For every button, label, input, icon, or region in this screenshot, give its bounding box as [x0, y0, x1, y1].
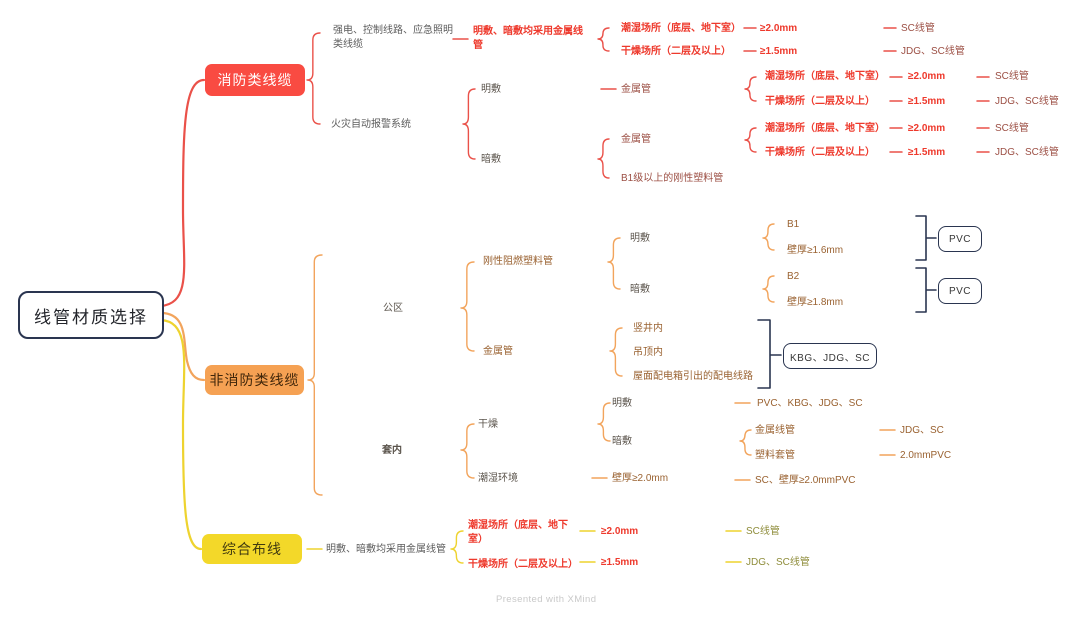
- topic-wet-place-2[interactable]: 潮湿场所（底层、地下室）: [765, 71, 885, 82]
- root-topic[interactable]: 线管材质选择: [18, 291, 164, 339]
- topic-sc-2mm-pvc[interactable]: SC、壁厚≥2.0mmPVC: [755, 475, 856, 486]
- topic-sc-pipe-2[interactable]: SC线管: [995, 71, 1029, 82]
- topic-thickness-15mm-1[interactable]: ≥1.5mm: [760, 46, 798, 57]
- topic-dry[interactable]: 干燥: [478, 419, 498, 430]
- topic-dry-place-1[interactable]: 干燥场所（二层及以上）: [621, 46, 731, 57]
- topic-wet-place-4[interactable]: 潮湿场所（底层、地下室）: [468, 520, 568, 545]
- topic-wet-place-1[interactable]: 潮湿场所（底层、地下室）: [621, 23, 741, 34]
- topic-dry-place-3[interactable]: 干燥场所（二层及以上）: [765, 147, 875, 158]
- topic-sc-pipe-4[interactable]: SC线管: [746, 526, 780, 537]
- topic-fire-cables[interactable]: 消防类线缆: [205, 64, 305, 96]
- brace-connector: [762, 223, 775, 251]
- topic-jdg-sc-pipe-2[interactable]: JDG、SC线管: [995, 96, 1059, 107]
- brace-connector: [607, 237, 621, 290]
- topic-jdg-sc[interactable]: JDG、SC: [900, 425, 944, 436]
- bracket-connector: [757, 319, 782, 389]
- brace-connector: [307, 254, 323, 496]
- topic-rigid-flame-retardant-pipe[interactable]: 刚性阻燃塑料管: [483, 256, 553, 267]
- result-box-pvc-2[interactable]: PVC: [938, 278, 982, 304]
- brace-connector: [762, 275, 775, 303]
- topic-thickness-2mm-1[interactable]: ≥2.0mm: [760, 23, 798, 34]
- topic-thickness-2mm-3[interactable]: ≥2.0mm: [908, 123, 946, 134]
- topic-concealed-3[interactable]: 暗敷: [612, 436, 632, 447]
- topic-thickness-15mm-2[interactable]: ≥1.5mm: [908, 96, 946, 107]
- topic-thickness-2mm-2[interactable]: ≥2.0mm: [908, 71, 946, 82]
- topic-exposed-1[interactable]: 明敷: [481, 84, 501, 95]
- topic-metal-conduit-rule-2[interactable]: 明敷、暗敷均采用金属线管: [326, 544, 446, 555]
- topic-shaft[interactable]: 竖井内: [633, 323, 663, 334]
- topic-plastic-sleeve[interactable]: 塑料套管: [755, 450, 795, 461]
- xmind-watermark: Presented with XMind: [496, 594, 597, 605]
- topic-wall-thickness-2mm[interactable]: 壁厚≥2.0mm: [612, 473, 669, 484]
- topic-dry-place-4[interactable]: 干燥场所（二层及以上）: [468, 559, 578, 570]
- topic-jdg-sc-pipe-1[interactable]: JDG、SC线管: [901, 46, 965, 57]
- brace-connector: [744, 76, 757, 102]
- brace-connector: [744, 127, 757, 153]
- topic-wet-environment[interactable]: 潮湿环境: [478, 473, 518, 484]
- topic-metal-pipe-2[interactable]: 金属管: [621, 134, 651, 145]
- topic-dry-place-2[interactable]: 干燥场所（二层及以上）: [765, 96, 875, 107]
- result-box-kbg-jdg-sc[interactable]: KBG、JDG、SC: [783, 343, 877, 369]
- topic-metal-pipe-1[interactable]: 金属管: [621, 84, 651, 95]
- result-box-pvc-1[interactable]: PVC: [938, 226, 982, 252]
- topic-thickness-15mm-3[interactable]: ≥1.5mm: [908, 147, 946, 158]
- topic-wall-thickness-16[interactable]: 壁厚≥1.6mm: [787, 245, 844, 256]
- brace-connector: [597, 402, 611, 442]
- topic-roof-distribution-line[interactable]: 屋面配电箱引出的配电线路: [633, 371, 753, 382]
- topic-wall-thickness-18[interactable]: 壁厚≥1.8mm: [787, 297, 844, 308]
- topic-ceiling[interactable]: 吊顶内: [633, 347, 663, 358]
- topic-jdg-sc-pipe-4[interactable]: JDG、SC线管: [746, 557, 810, 568]
- topic-indoor-unit[interactable]: 套内: [382, 445, 402, 456]
- topic-metal-pipe-3[interactable]: 金属管: [483, 346, 513, 357]
- topic-structured-cabling[interactable]: 综合布线: [202, 534, 302, 564]
- brace-connector: [450, 530, 464, 564]
- topic-concealed-2[interactable]: 暗敷: [630, 284, 650, 295]
- topic-pvc-kbg-jdg-sc[interactable]: PVC、KBG、JDG、SC: [757, 398, 863, 409]
- topic-grade-b2[interactable]: B2: [787, 271, 800, 282]
- topic-thickness-15mm-4[interactable]: ≥1.5mm: [601, 557, 639, 568]
- topic-2mm-pvc[interactable]: 2.0mmPVC: [900, 450, 952, 461]
- branch-curve: [159, 311, 206, 382]
- topic-thickness-2mm-4[interactable]: ≥2.0mm: [601, 526, 639, 537]
- brace-connector: [462, 88, 476, 160]
- topic-wet-place-3[interactable]: 潮湿场所（底层、地下室）: [765, 123, 885, 134]
- topic-exposed-3[interactable]: 明敷: [612, 398, 632, 409]
- topic-metal-conduit-rule[interactable]: 明敷、暗敷均采用金属线管: [473, 26, 583, 51]
- brace-connector: [306, 32, 321, 125]
- topic-grade-b1[interactable]: B1: [787, 219, 800, 230]
- brace-connector: [597, 138, 610, 179]
- brace-connector: [460, 261, 475, 352]
- topic-exposed-2[interactable]: 明敷: [630, 233, 650, 244]
- topic-power-control-emergency[interactable]: 强电、控制线路、应急照明类线缆: [333, 25, 453, 50]
- topic-nonfire-cables[interactable]: 非消防类线缆: [205, 365, 304, 395]
- brace-connector: [739, 429, 752, 456]
- topic-b1-rigid-plastic-pipe[interactable]: B1级以上的刚性塑料管: [621, 173, 724, 184]
- bracket-connector: [915, 215, 937, 261]
- brace-connector: [609, 327, 623, 377]
- bracket-connector: [915, 267, 937, 313]
- topic-public-area[interactable]: 公区: [383, 303, 403, 314]
- topic-concealed-1[interactable]: 暗敷: [481, 154, 501, 165]
- brace-connector: [597, 27, 610, 52]
- branch-curve: [159, 78, 206, 308]
- topic-sc-pipe-1[interactable]: SC线管: [901, 23, 935, 34]
- brace-connector: [460, 423, 475, 479]
- topic-jdg-sc-pipe-3[interactable]: JDG、SC线管: [995, 147, 1059, 158]
- topic-fire-alarm-system[interactable]: 火灾自动报警系统: [331, 119, 411, 130]
- topic-metal-wire-pipe[interactable]: 金属线管: [755, 425, 795, 436]
- topic-sc-pipe-3[interactable]: SC线管: [995, 123, 1029, 134]
- branch-curve: [159, 318, 203, 551]
